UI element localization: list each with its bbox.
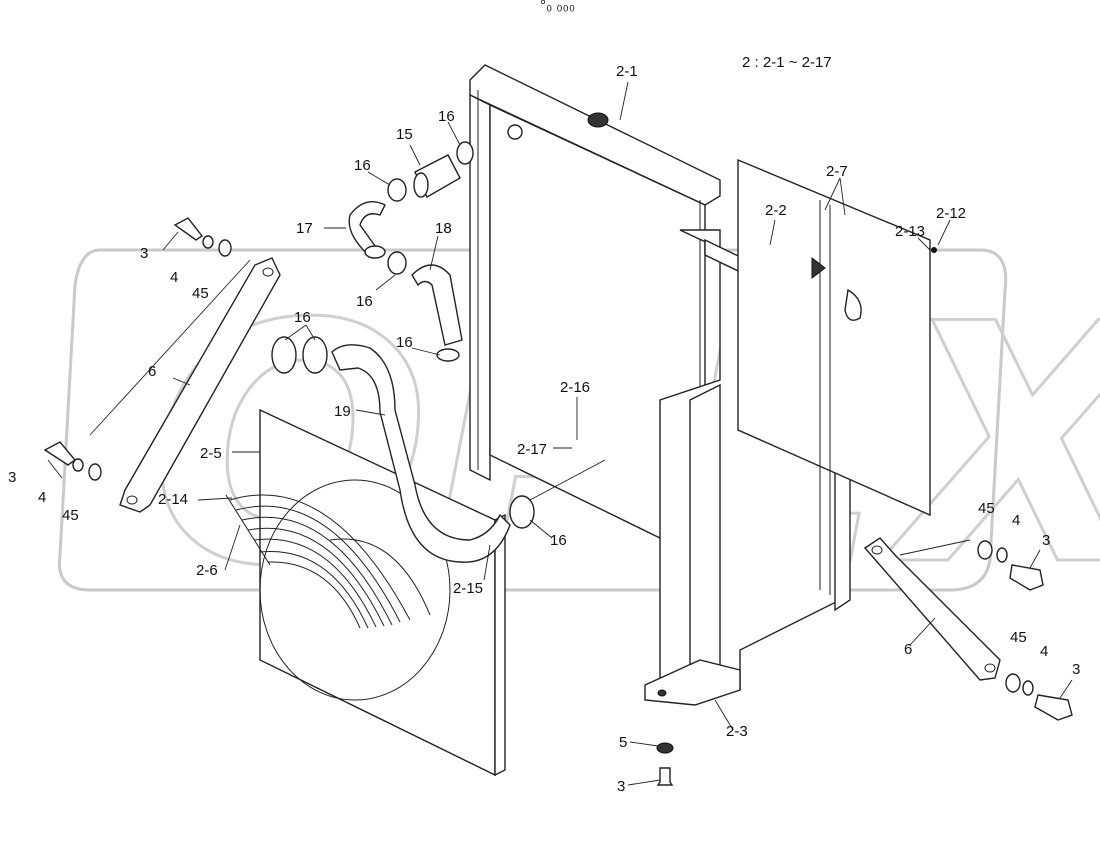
label-2-12: 2-12 bbox=[936, 205, 966, 222]
label-45-d: 45 bbox=[1010, 629, 1027, 646]
label-2-7: 2-7 bbox=[826, 163, 848, 180]
label-2-17: 2-17 bbox=[517, 441, 547, 458]
fan-shroud-2-5 bbox=[259, 408, 506, 777]
radiator-2-1 bbox=[469, 64, 721, 562]
hardware-bottom bbox=[656, 742, 674, 786]
label-2-2: 2-2 bbox=[765, 202, 787, 219]
label-2-3: 2-3 bbox=[726, 723, 748, 740]
hose-19 bbox=[331, 344, 511, 563]
label-3-c: 3 bbox=[1042, 532, 1050, 549]
label-2-5: 2-5 bbox=[200, 445, 222, 462]
fan-guard-2-6 bbox=[225, 494, 411, 629]
hose-18 bbox=[411, 264, 463, 346]
label-45-b: 45 bbox=[62, 507, 79, 524]
label-18: 18 bbox=[435, 220, 452, 237]
label-3-e: 3 bbox=[617, 778, 625, 795]
hose-17 bbox=[348, 201, 386, 260]
callout-labels: 2-1 2-2 2-3 2-5 2-6 2-7 2-12 2-13 2-14 2… bbox=[8, 63, 1080, 795]
label-45-c: 45 bbox=[978, 500, 995, 517]
label-2-6: 2-6 bbox=[196, 562, 218, 579]
label-5: 5 bbox=[619, 734, 627, 751]
label-4-b: 4 bbox=[38, 489, 46, 506]
assembly-note: 2 : 2-1 ~ 2-17 bbox=[742, 54, 832, 71]
label-4-a: 4 bbox=[170, 269, 178, 286]
label-2-16: 2-16 bbox=[560, 379, 590, 396]
hardware-right-top bbox=[977, 540, 1044, 591]
bolt-2-12 bbox=[931, 247, 937, 253]
label-2-15: 2-15 bbox=[453, 580, 483, 597]
header-mark: °₀ ₀₀₀ bbox=[540, 0, 575, 14]
label-19: 19 bbox=[334, 403, 351, 420]
label-2-1: 2-1 bbox=[616, 63, 638, 80]
hardware-right-bottom bbox=[1005, 673, 1073, 721]
label-3-a: 3 bbox=[140, 245, 148, 262]
label-16-c: 16 bbox=[356, 293, 373, 310]
label-4-d: 4 bbox=[1040, 643, 1048, 660]
label-17: 17 bbox=[296, 220, 313, 237]
label-3-b: 3 bbox=[8, 469, 16, 486]
hardware-left-top bbox=[173, 217, 232, 257]
label-3-d: 3 bbox=[1072, 661, 1080, 678]
label-2-14: 2-14 bbox=[158, 491, 188, 508]
label-6-a: 6 bbox=[148, 363, 156, 380]
bracket-6-left bbox=[119, 257, 281, 513]
clamps-16 bbox=[271, 141, 535, 529]
label-2-13: 2-13 bbox=[895, 223, 925, 240]
label-16-b: 16 bbox=[354, 157, 371, 174]
seal-panel-2-7 bbox=[737, 158, 937, 595]
label-45-a: 45 bbox=[192, 285, 209, 302]
label-16-d: 16 bbox=[294, 309, 311, 326]
hose-15 bbox=[413, 154, 461, 198]
leader-lines bbox=[47, 81, 1073, 786]
bracket-6-right bbox=[863, 537, 1001, 681]
label-15: 15 bbox=[396, 126, 413, 143]
label-16-e: 16 bbox=[396, 334, 413, 351]
hardware-left-bottom bbox=[43, 441, 102, 481]
label-16-f: 16 bbox=[550, 532, 567, 549]
filler-cap bbox=[587, 112, 609, 128]
label-4-c: 4 bbox=[1012, 512, 1020, 529]
label-6-b: 6 bbox=[904, 641, 912, 658]
label-16-a: 16 bbox=[438, 108, 455, 125]
